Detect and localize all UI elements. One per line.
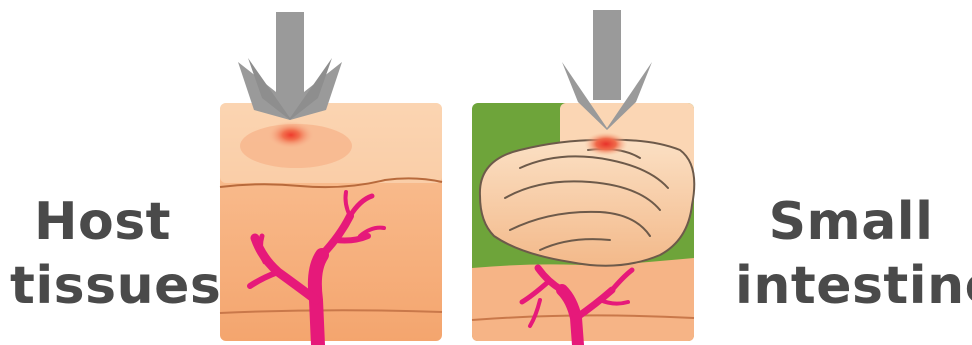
small-intestine-label: Small intestine <box>735 190 967 318</box>
label-line: intestine <box>735 254 967 318</box>
host-tissue-panel <box>220 103 442 345</box>
label-line: Host <box>10 190 195 254</box>
lesion-spot <box>584 132 628 156</box>
label-line: Small <box>735 190 967 254</box>
tissue-base <box>472 258 694 341</box>
host-tissues-label: Host tissues <box>10 190 195 318</box>
intestine-loops <box>480 140 694 266</box>
down-arrow-icon <box>238 12 342 120</box>
small-intestine-panel <box>472 103 694 345</box>
label-line: tissues <box>10 254 195 318</box>
lesion-spot <box>267 121 315 149</box>
